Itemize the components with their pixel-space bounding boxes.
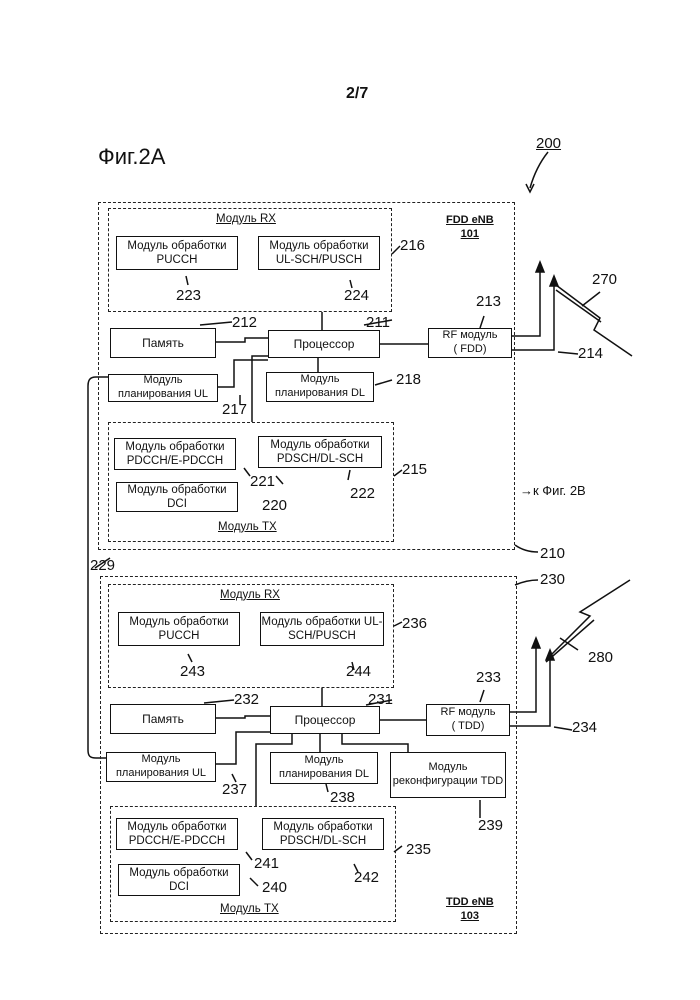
fdd-rx-ref: 216 xyxy=(400,238,425,253)
tdd-enb-name: TDD eNB103 xyxy=(446,896,494,924)
tdd-enb-ref: 230 xyxy=(540,572,565,587)
tdd-reconf-ref: 239 xyxy=(478,818,503,833)
tdd-ulsch-box: Модуль обработки UL-SCH/PUSCH xyxy=(260,612,384,646)
tdd-tx-title: Модуль TX xyxy=(220,904,279,916)
fdd-ul-sched-ref: 217 xyxy=(222,402,247,417)
link-ref: 229 xyxy=(90,558,115,573)
figure-title: Фиг.2A xyxy=(98,146,165,168)
fdd-ul-sched-box: Модуль планирования UL xyxy=(108,374,218,402)
tdd-ul-sched-ref: 237 xyxy=(222,782,247,797)
fdd-processor-ref: 211 xyxy=(366,315,390,330)
fdd-pdcch-ref: 221 xyxy=(250,474,275,489)
tdd-rx-ref: 236 xyxy=(402,616,427,631)
tdd-processor-ref: 231 xyxy=(368,692,393,707)
tdd-rx-title: Модуль RX xyxy=(220,590,280,602)
fdd-antenna-ref: 214 xyxy=(578,346,603,361)
tdd-pdcch-box: Модуль обработки PDCCH/E-PDCCH xyxy=(116,818,238,850)
fdd-memory-ref: 212 xyxy=(232,315,257,330)
fdd-tx-ref: 215 xyxy=(402,462,427,477)
tdd-ul-sched-box: Модуль планирования UL xyxy=(106,752,216,782)
tdd-dl-sched-ref: 238 xyxy=(330,790,355,805)
page-number: 2/7 xyxy=(346,86,368,102)
fdd-memory-box: Память xyxy=(110,328,216,358)
fdd-rf-box: RF модуль( FDD) xyxy=(428,328,512,358)
tdd-rf-box: RF модуль( TDD) xyxy=(426,704,510,736)
fdd-signal-ref: 270 xyxy=(592,272,617,287)
tdd-dci-ref: 240 xyxy=(262,880,287,895)
tdd-processor-box: Процессор xyxy=(270,706,380,734)
fdd-pdsch-ref: 222 xyxy=(350,486,375,501)
tdd-pucch-box: Модуль обработки PUCCH xyxy=(118,612,240,646)
fdd-dl-sched-box: Модуль планирования DL xyxy=(266,372,374,402)
fdd-pdsch-box: Модуль обработки PDSCH/DL-SCH xyxy=(258,436,382,468)
fdd-dci-box: Модуль обработки DCI xyxy=(116,482,238,512)
fdd-dl-sched-ref: 218 xyxy=(396,372,421,387)
tdd-signal-ref: 280 xyxy=(588,650,613,665)
fdd-enb-ref: 210 xyxy=(540,546,565,561)
tdd-ulsch-ref: 244 xyxy=(346,664,371,679)
tdd-reconf-box: Модуль реконфигурации TDD xyxy=(390,752,506,798)
tdd-memory-ref: 232 xyxy=(234,692,259,707)
fdd-rf-ref: 213 xyxy=(476,294,501,309)
tdd-dl-sched-box: Модуль планирования DL xyxy=(270,752,378,784)
fdd-dci-ref: 220 xyxy=(262,498,287,513)
tdd-rf-ref: 233 xyxy=(476,670,501,685)
fdd-rx-title: Модуль RX xyxy=(216,214,276,226)
tdd-pucch-ref: 243 xyxy=(180,664,205,679)
fdd-tx-title: Модуль TX xyxy=(218,522,277,534)
continuation-note: →к Фиг. 2B xyxy=(520,484,586,497)
tdd-memory-box: Память xyxy=(110,704,216,734)
tdd-antenna-ref: 234 xyxy=(572,720,597,735)
fdd-ulsch-ref: 224 xyxy=(344,288,369,303)
figure-ref: 200 xyxy=(536,136,561,151)
fdd-pucch-ref: 223 xyxy=(176,288,201,303)
tdd-pdcch-ref: 241 xyxy=(254,856,279,871)
tdd-pdsch-ref: 242 xyxy=(354,870,379,885)
fdd-pucch-box: Модуль обработки PUCCH xyxy=(116,236,238,270)
fdd-processor-box: Процессор xyxy=(268,330,380,358)
tdd-dci-box: Модуль обработки DCI xyxy=(118,864,240,896)
tdd-pdsch-box: Модуль обработки PDSCH/DL-SCH xyxy=(262,818,384,850)
fdd-ulsch-box: Модуль обработки UL-SCH/PUSCH xyxy=(258,236,380,270)
fdd-pdcch-box: Модуль обработки PDCCH/E-PDCCH xyxy=(114,438,236,470)
tdd-tx-ref: 235 xyxy=(406,842,431,857)
fdd-enb-name: FDD eNB101 xyxy=(446,214,494,242)
